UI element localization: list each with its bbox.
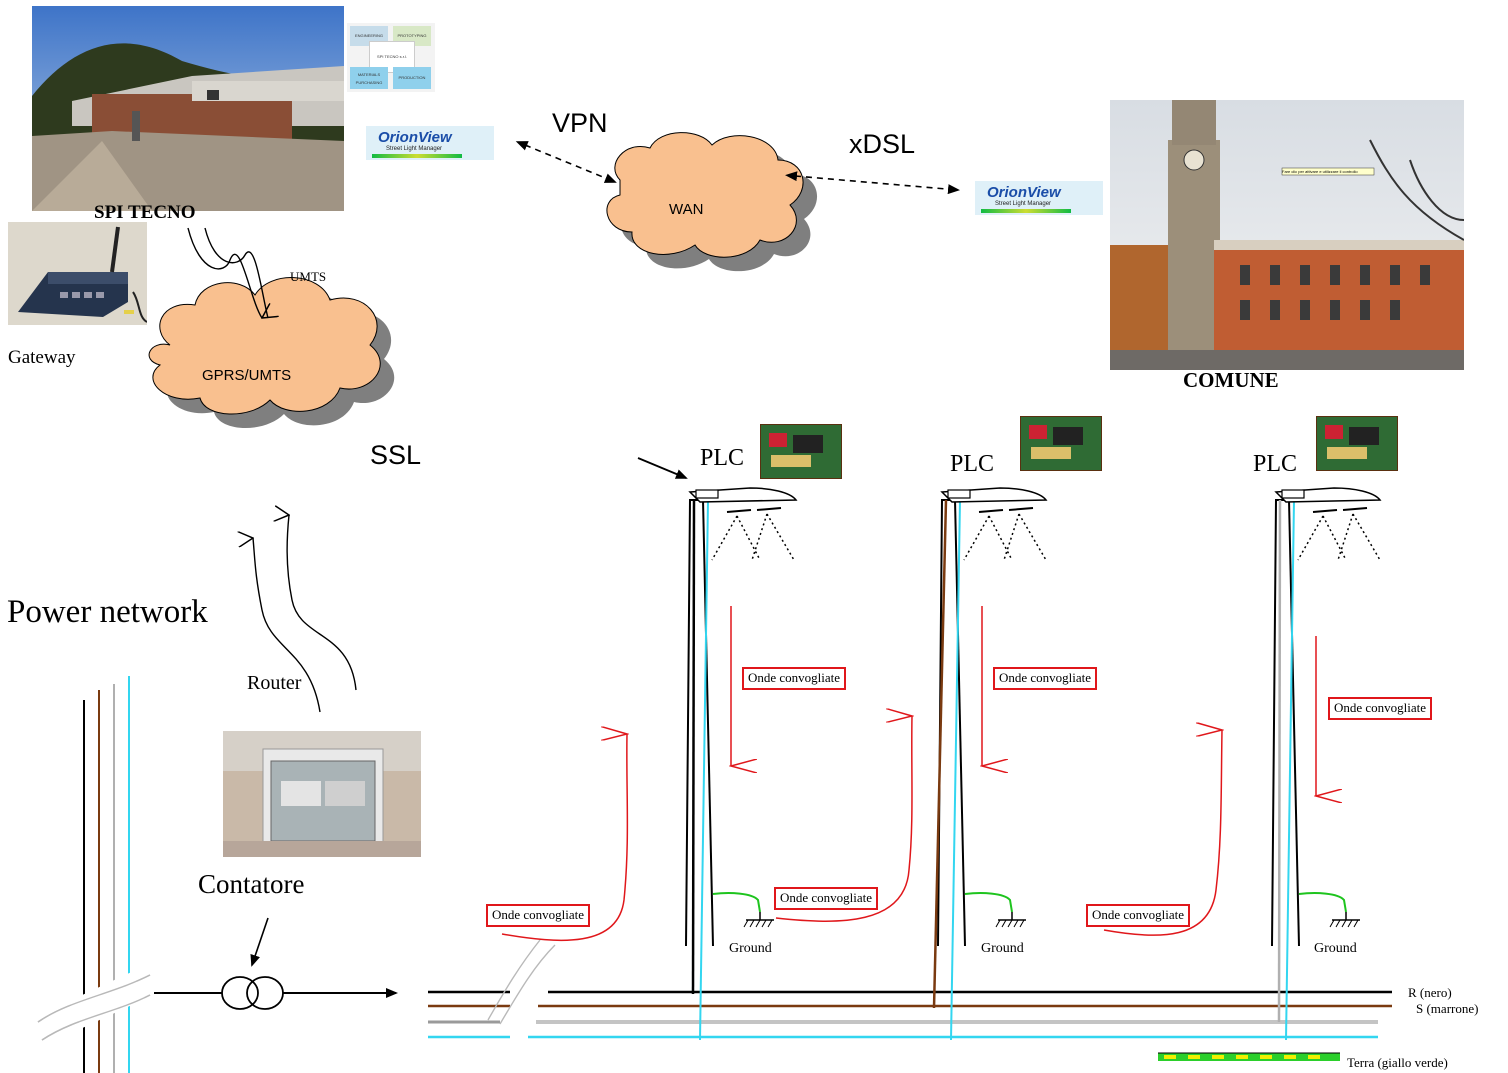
ground-label-1: Ground [729, 941, 772, 956]
plc-label-1: PLC [700, 445, 745, 471]
wan-label: WAN [669, 201, 704, 218]
wan-cloud [606, 132, 818, 272]
street-lamp-1 [685, 487, 798, 1041]
orionview-title: OrionView [378, 129, 452, 146]
comune-label: COMUNE [1183, 368, 1279, 392]
wave-label-5: Onde convogliate [774, 887, 879, 911]
contatore-label: Contatore [198, 869, 305, 899]
wave-label-3: Onde convogliate [1328, 697, 1433, 721]
orionview-logo-comune: OrionView Street Light Manager [975, 181, 1103, 215]
wire-r-label: R (nero) [1408, 985, 1452, 1000]
plc-board-3 [1316, 416, 1398, 471]
wave-label-6: Onde convogliate [1086, 904, 1191, 928]
wave-label-1: Onde convogliate [742, 667, 847, 691]
plc-board-2 [1020, 416, 1102, 471]
xdsl-link [785, 171, 960, 195]
gprs-cloud [148, 277, 395, 429]
orionview-logo-spi: OrionView Street Light Manager [366, 126, 494, 160]
xdsl-label: xDSL [849, 129, 916, 159]
vpn-label: VPN [552, 108, 608, 138]
wire-s-label: S (marrone) [1416, 1001, 1479, 1016]
carrier-waves [501, 606, 1316, 942]
power-bus [428, 939, 1392, 1061]
spi-tecno-company-chart: ENGINEERING PROTOTYPING SPI TECNO s.r.l.… [347, 23, 435, 92]
umts-link [187, 227, 268, 318]
photo-caption: Fare clic per attivare e utilizzare il c… [1282, 169, 1358, 174]
ground-label-2: Ground [981, 941, 1024, 956]
wave-label-4: Onde convogliate [486, 904, 591, 928]
plc-label-3: PLC [1253, 451, 1298, 477]
tile-production: PRODUCTION [393, 67, 431, 89]
feeder-cables [37, 676, 151, 1073]
router-link [253, 515, 357, 713]
router-cabinet-photo [223, 731, 421, 857]
wave-label-2: Onde convogliate [993, 667, 1098, 691]
gateway-label: Gateway [8, 347, 76, 368]
ssl-label: SSL [370, 440, 422, 470]
spi-tecno-photo [32, 6, 344, 211]
comune-photo: Fare clic per attivare e utilizzare il c… [1110, 100, 1464, 370]
gprs-umts-label: GPRS/UMTS [202, 367, 292, 384]
wire-terra-label: Terra (giallo verde) [1347, 1055, 1448, 1070]
router-label: Router [247, 672, 302, 694]
gateway-photo [8, 222, 147, 325]
street-lamp-3 [1271, 487, 1382, 1041]
street-lamp-2 [932, 487, 1048, 1041]
vpn-link [515, 141, 617, 183]
umts-label: UMTS [290, 269, 327, 284]
plc-board-1 [760, 424, 842, 479]
spi-tecno-label: SPI TECNO [94, 202, 196, 223]
orionview-subtitle: Street Light Manager [386, 146, 443, 152]
tile-materials: MATERIALS PURCHASING [350, 67, 388, 89]
plc-label-2: PLC [950, 451, 995, 477]
ground-label-3: Ground [1314, 941, 1357, 956]
power-network-label: Power network [7, 594, 208, 630]
orionview-subtitle: Street Light Manager [995, 201, 1052, 207]
orionview-title: OrionView [987, 184, 1061, 201]
meter-line [154, 976, 398, 1010]
